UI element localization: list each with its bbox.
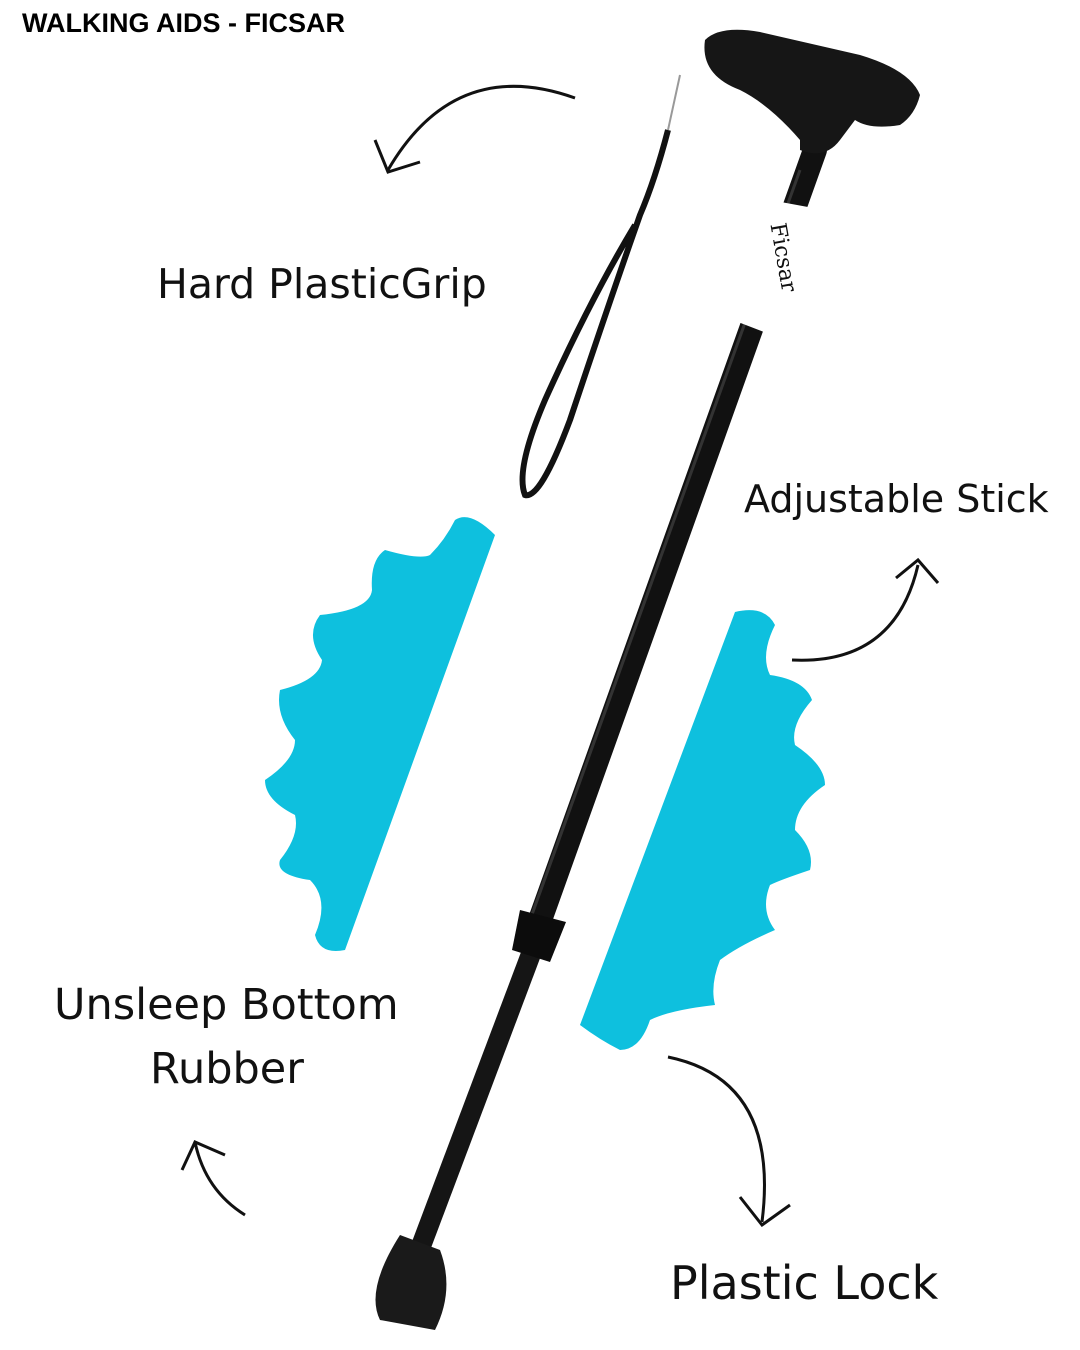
rubber-tip	[375, 1235, 447, 1330]
label-lock: Plastic Lock	[670, 1256, 939, 1310]
arrow-lock-icon	[667, 1055, 791, 1228]
left-accent-shape	[265, 517, 495, 951]
arrow-grip-icon	[373, 84, 576, 174]
hard-plastic-grip	[704, 29, 920, 154]
label-grip: Hard PlasticGrip	[157, 260, 487, 308]
right-accent-shape	[580, 610, 825, 1050]
label-bottom-line2: Rubber	[150, 1044, 304, 1094]
label-bottom-line1: Unsleep Bottom	[54, 980, 399, 1030]
arrow-adjustable-icon	[791, 557, 940, 662]
cane-shaft-lower	[402, 926, 550, 1274]
label-adjustable: Adjustable Stick	[744, 477, 1049, 521]
wrist-strap	[519, 129, 671, 499]
arrow-bottom-icon	[180, 1140, 246, 1217]
page-title: WALKING AIDS - FICSAR	[22, 8, 345, 38]
brand-label-band	[738, 200, 835, 340]
plastic-lock	[512, 910, 566, 962]
